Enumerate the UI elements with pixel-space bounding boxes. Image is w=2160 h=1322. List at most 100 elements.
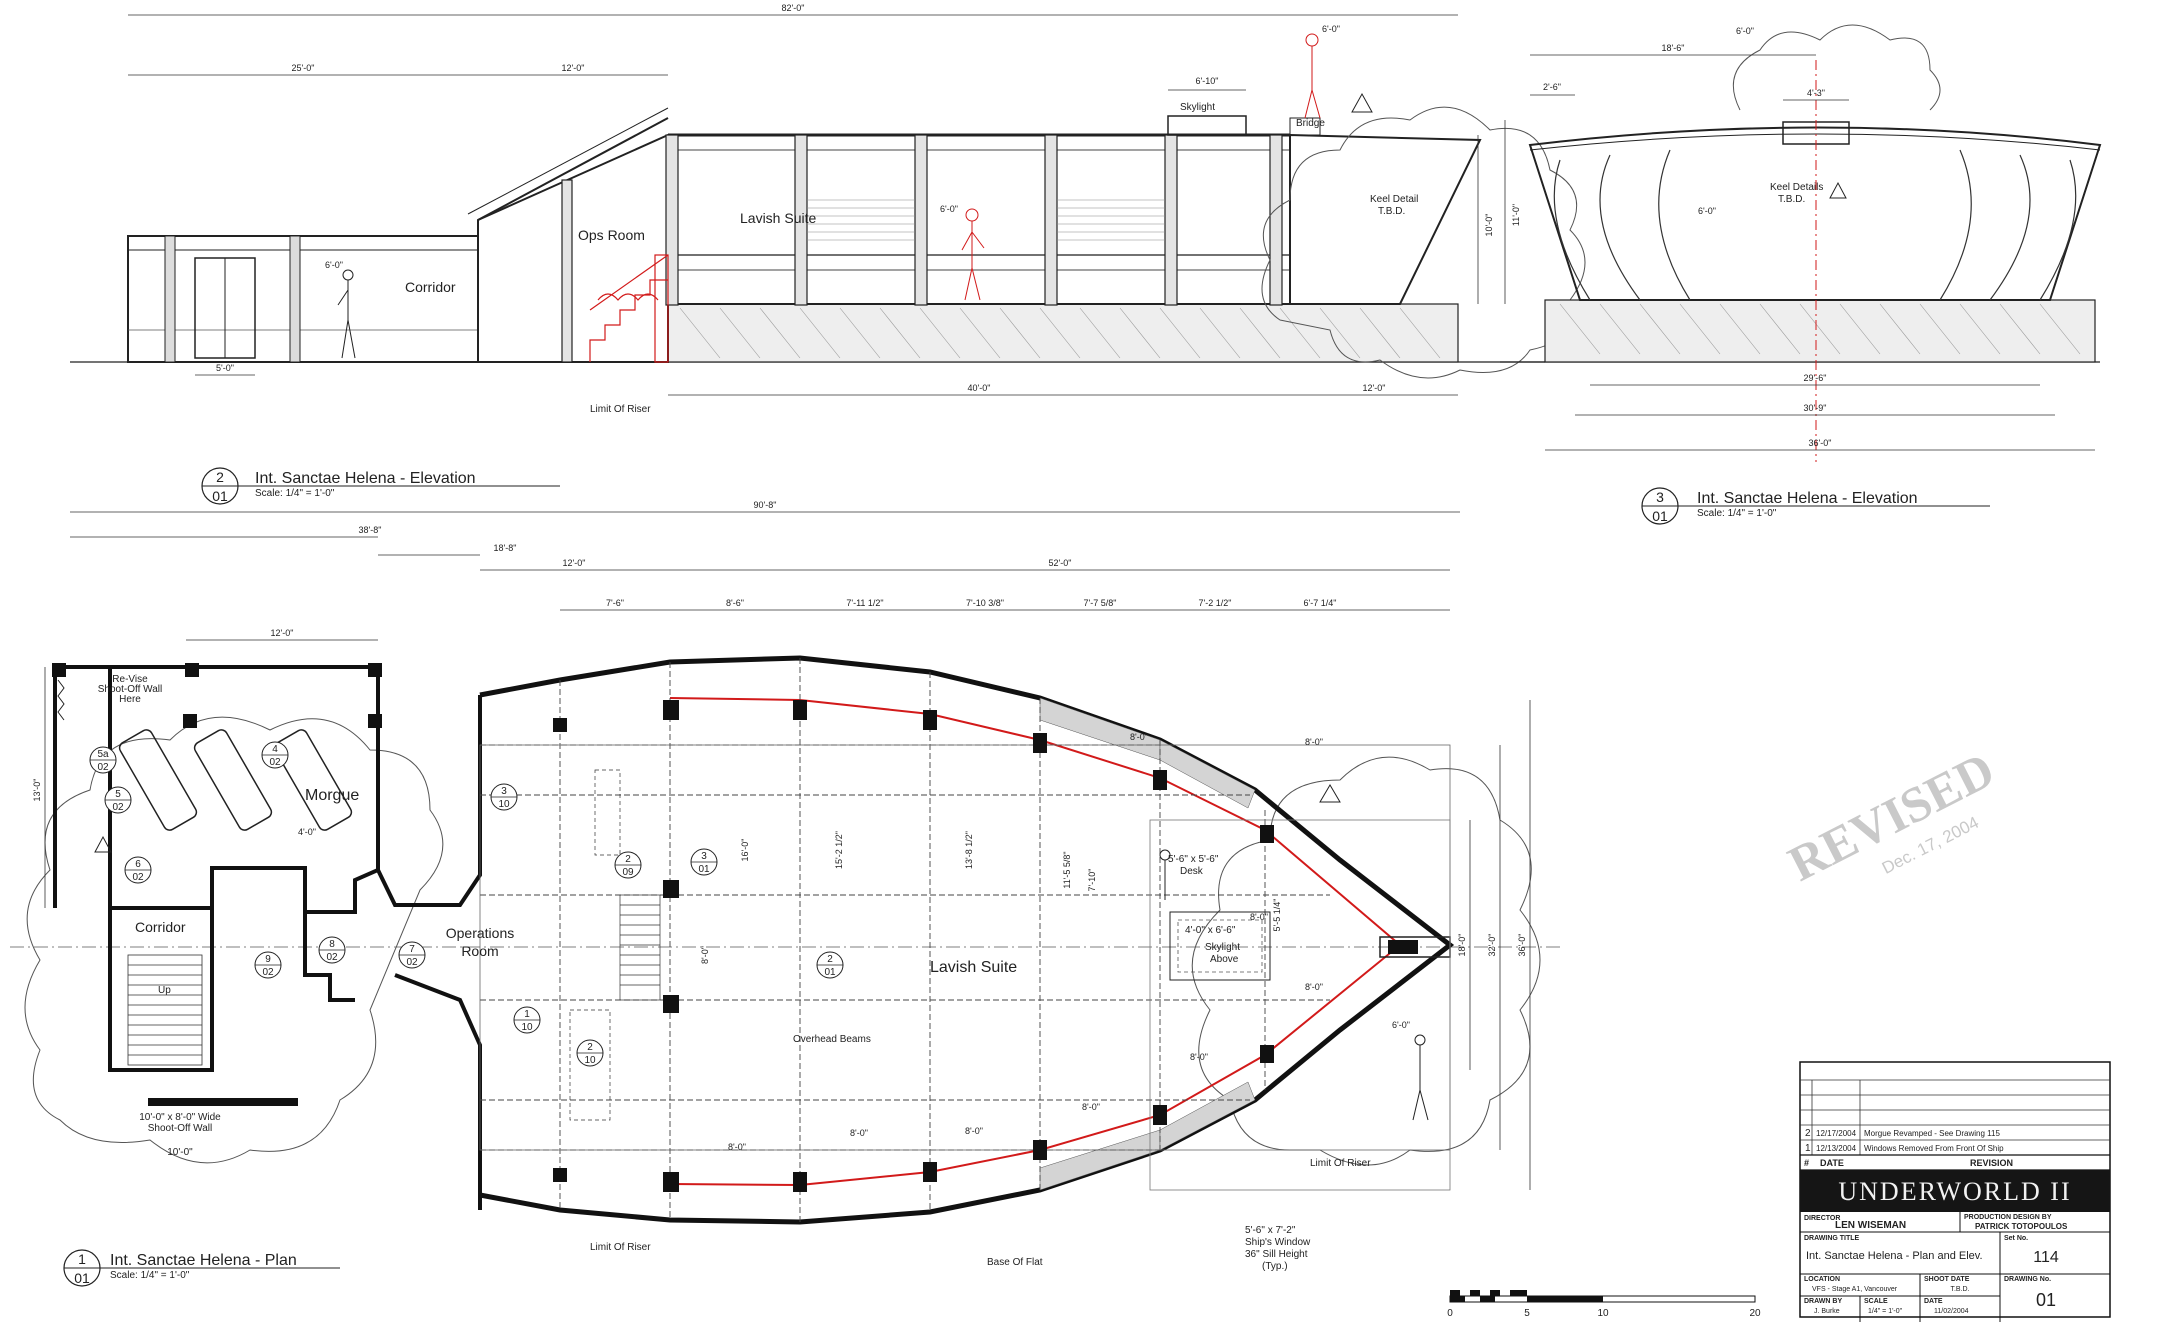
production-title: UNDERWORLD II — [1838, 1177, 2071, 1206]
callout-bottom: 09 — [622, 867, 634, 878]
side-dim-figure: 6'-0" — [1736, 26, 1754, 36]
callout-bubble: 210 — [576, 1039, 604, 1067]
callout-bottom: 01 — [698, 864, 710, 875]
drawing-title: Int. Sanctae Helena - Plan and Elev. — [1806, 1250, 1983, 1262]
label-operations: Operations — [446, 925, 514, 941]
plan-dim-bay-1: 7'-6" — [606, 598, 624, 608]
label-window-2: Ship's Window — [1245, 1237, 1311, 1248]
view-number-3: 3 — [1656, 489, 1664, 505]
plan-dim-wall: 4'-0" — [298, 827, 316, 837]
label-window-3: 36" Sill Height — [1245, 1249, 1308, 1260]
rev-header-revision: REVISION — [1970, 1158, 2013, 1168]
view-title-2: Int. Sanctae Helena - Elevation — [255, 470, 476, 487]
location-value: VFS - Stage A1, Vancouver — [1812, 1286, 1898, 1293]
label-revise-3: Here — [119, 694, 141, 705]
elevation-side: 18'-6" 2'-6" 4'-3" 6'-0" 6'-0" 29'-6" 30… — [1500, 24, 2102, 525]
plan-dim-diag-f: 8'-0" — [728, 1142, 746, 1152]
rev-header-date: DATE — [1820, 1158, 1844, 1168]
label-skylight-1: 4'-0" x 6'-6" — [1185, 925, 1236, 936]
label-skylight-2: Skylight — [1205, 942, 1240, 953]
label-window-1: 5'-6" x 7'-2" — [1245, 1225, 1296, 1236]
plan-dim-diag-a: 8'-0" — [1305, 982, 1323, 992]
callout-bottom: 02 — [112, 802, 124, 813]
plan-dim-right-b: 32'-0" — [1487, 934, 1497, 957]
plan-dim-diag-h: 8'-0" — [1130, 732, 1148, 742]
callout-top: 5 — [115, 789, 121, 800]
revision-triangle-side — [1829, 181, 1847, 199]
side-dim-base-b: 30'-9" — [1804, 403, 1827, 413]
set-no: 114 — [2033, 1249, 2059, 1266]
plan-dim-diag-c: 8'-0" — [1082, 1102, 1100, 1112]
plan-dim-diag-g: 8'-0" — [1250, 912, 1268, 922]
label-lavish-suite-plan: Lavish Suite — [930, 959, 1017, 976]
plan-dim-v2: 15'-2 1/2" — [834, 831, 844, 869]
plan-dim-bay-5: 7'-7 5/8" — [1084, 598, 1117, 608]
dim-figure-b: 6'-0" — [940, 204, 958, 214]
callout-bottom: 02 — [269, 757, 281, 768]
label-window-4: (Typ.) — [1262, 1261, 1288, 1272]
revised-stamp: REVISED Dec. 17, 2004 — [1779, 741, 2002, 892]
rev-row-2-date: 12/13/2004 — [1816, 1144, 1857, 1153]
drawing-no-label: DRAWING No. — [2004, 1276, 2051, 1283]
plan-view: 90'-8" 38'-8" 18'-8" 12'-0" 52'-0" 12'-0… — [10, 500, 1560, 1287]
rev-row-1-num: 2 — [1805, 1128, 1811, 1139]
drawn-by-value: J. Burke — [1814, 1308, 1840, 1315]
plan-dim-c: 12'-0" — [563, 558, 586, 568]
drawing-title-label: DRAWING TITLE — [1804, 1235, 1860, 1242]
callout-bubble: 502 — [104, 786, 132, 814]
callout-top: 4 — [272, 744, 278, 755]
label-shoot-off-1: 10'-0" x 8'-0" Wide — [139, 1112, 221, 1123]
label-limit-of-riser-elev: Limit Of Riser — [590, 404, 651, 415]
label-desk-2: Desk — [1180, 866, 1204, 877]
plan-dim-stair: 8'-0" — [700, 946, 710, 964]
view-number-2: 2 — [216, 469, 224, 485]
plan-dim-v6: 5'-5 1/4" — [1272, 899, 1282, 932]
dim-left-span: 25'-0" — [292, 63, 315, 73]
callout-bubble: 310 — [490, 783, 518, 811]
view-scale-3: Scale: 1/4" = 1'-0" — [1697, 508, 1777, 519]
view-number-1: 1 — [78, 1251, 86, 1267]
callout-bubble: 402 — [261, 741, 289, 769]
callout-top: 6 — [135, 859, 141, 870]
revision-triangle-plan-b — [94, 835, 112, 853]
view-scale-1: Scale: 1/4" = 1'-0" — [110, 1270, 190, 1281]
plan-dim-right-a: 18'-0" — [1457, 934, 1467, 957]
scale-label: SCALE — [1864, 1298, 1888, 1305]
callout-bottom: 02 — [406, 957, 418, 968]
label-corridor-elev: Corridor — [405, 279, 456, 295]
side-dim-base-c: 36'-0" — [1809, 438, 1832, 448]
callout-top: 3 — [701, 851, 707, 862]
label-shoot-off-dim: 10'-0" — [167, 1147, 193, 1158]
callout-bottom: 10 — [521, 1022, 533, 1033]
rev-row-1-date: 12/17/2004 — [1816, 1129, 1857, 1138]
date-value: 11/02/2004 — [1934, 1308, 1969, 1315]
plan-dim-bay-3: 7'-11 1/2" — [846, 598, 883, 608]
label-up: Up — [158, 985, 171, 996]
plan-dim-v5: 7'-10" — [1087, 869, 1097, 892]
plan-dim-v1: 16'-0" — [740, 839, 750, 862]
dim-bottom-span: 40'-0" — [968, 383, 991, 393]
callout-top: 5a — [97, 749, 109, 760]
dim-mid-span: 12'-0" — [562, 63, 585, 73]
side-dim-top: 18'-6" — [1662, 43, 1685, 53]
designer-label: PRODUCTION DESIGN BY — [1964, 1214, 2052, 1221]
callout-bubble: 301 — [690, 848, 718, 876]
dim-skylight-width: 6'-10" — [1196, 76, 1219, 86]
scale-bar: 0 5 10 20 — [1447, 1290, 1761, 1319]
view-sheet-3: 01 — [1652, 508, 1668, 524]
plan-dim-bay-7: 6'-7 1/4" — [1304, 598, 1337, 608]
callout-top: 2 — [625, 854, 631, 865]
view-scale-2: Scale: 1/4" = 1'-0" — [255, 488, 335, 499]
callout-top: 9 — [265, 954, 271, 965]
callout-bottom: 10 — [498, 799, 510, 810]
scale-tick-5: 5 — [1524, 1308, 1530, 1319]
label-keel-details: Keel Details — [1770, 182, 1823, 193]
callout-top: 7 — [409, 944, 415, 955]
dim-right-bottom: 12'-0" — [1363, 383, 1386, 393]
callout-bubble: 201 — [816, 951, 844, 979]
plan-dim-overall: 90'-8" — [754, 500, 777, 510]
callout-bottom: 01 — [824, 967, 836, 978]
plan-dim-bow-width: 8'-0" — [1305, 737, 1323, 747]
callout-bubble: 902 — [254, 951, 282, 979]
